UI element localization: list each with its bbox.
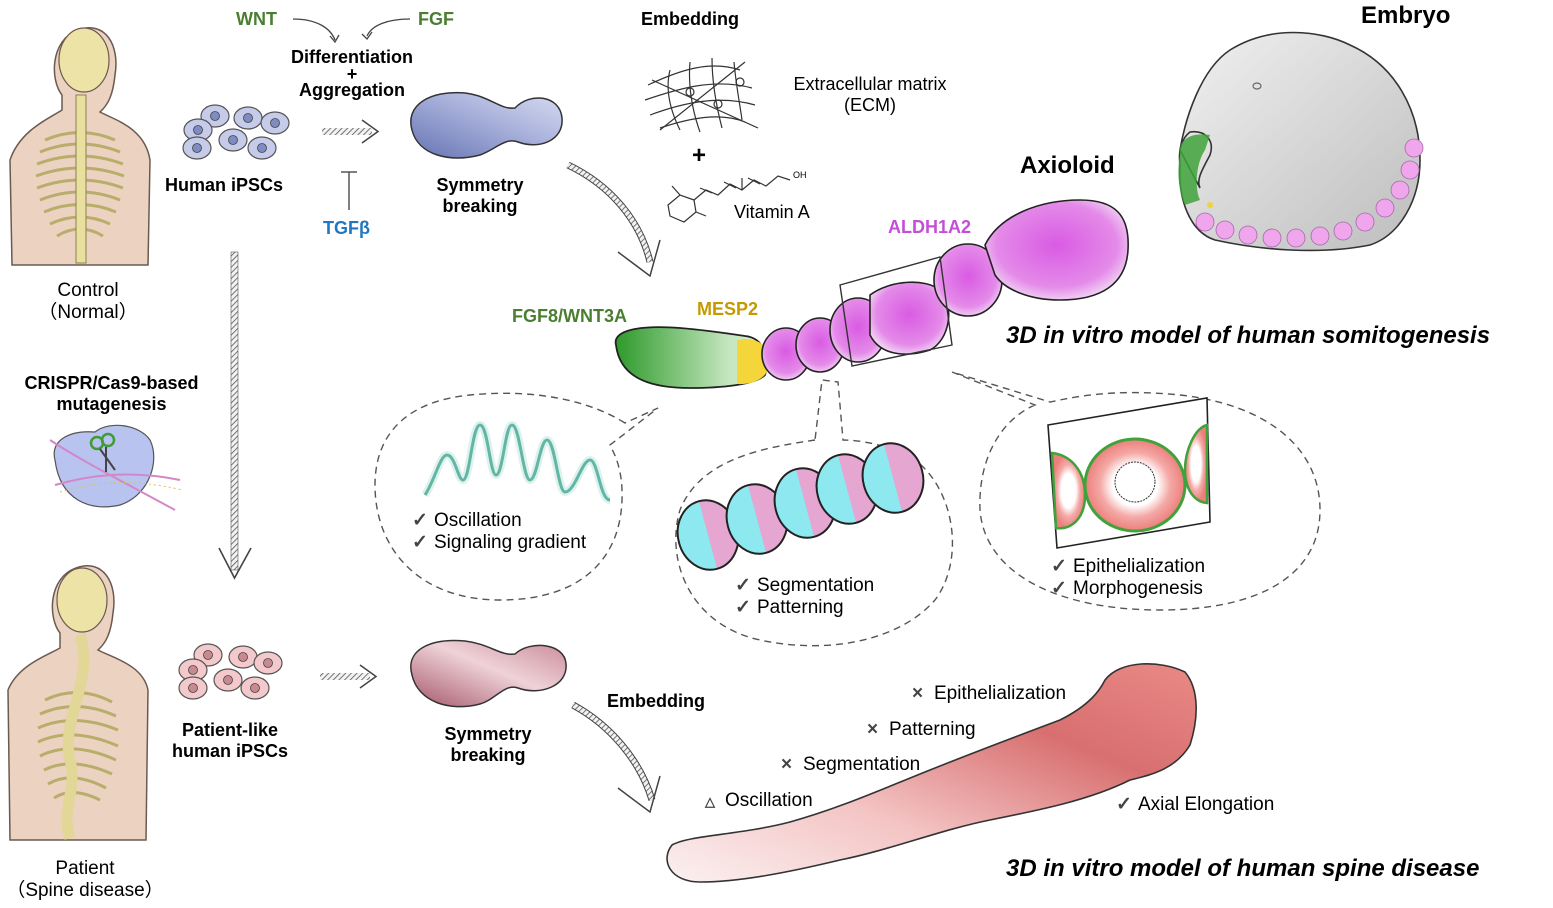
ecm-label: Extracellular matrix (ECM) (793, 74, 947, 115)
cross-icon: × (781, 754, 793, 775)
phenotype-epithelialization: ×Epithelialization (912, 683, 1067, 704)
striped-segments (676, 442, 925, 571)
process-label: Differentiation + Aggregation (290, 47, 413, 101)
check-icon: ✓ (735, 596, 751, 618)
checklist-item: ✓Oscillation (412, 510, 522, 531)
hatched-arrow-right-icon (322, 119, 380, 144)
mesp2-label: MESP2 (697, 299, 759, 319)
ecm-mesh-icon (644, 57, 759, 133)
triangle-icon: △ (705, 794, 715, 809)
check-icon: ✓ (1051, 556, 1067, 577)
curved-arrow-down-icon (566, 161, 661, 278)
axioloid-title: Axioloid (1020, 152, 1115, 179)
phenotype-segmentation: ×Segmentation (781, 754, 921, 775)
tgfb-label: TGFβ (323, 218, 370, 238)
cross-icon: × (912, 683, 924, 704)
bubble-3-checklist: ✓Epithelialization ✓Morphogenesis (1051, 556, 1205, 600)
pink-aggregate (410, 639, 567, 708)
patient-label: Patient （Spine disease） (6, 858, 164, 901)
aldh1a2-label: ALDH1A2 (888, 217, 972, 237)
checklist-item: ✓Morphogenesis (1051, 577, 1203, 599)
embryo-title: Embryo (1361, 2, 1451, 29)
symmetry-breaking-label: Symmetry breaking (436, 175, 524, 216)
patient-human-figure (7, 565, 149, 841)
check-icon: ✓ (412, 510, 428, 531)
cas9-dna-scissors-icon (49, 424, 183, 511)
spine-disease-model-title: 3D in vitro model of human spine disease (1006, 855, 1480, 882)
fgf8-wnt3a-label: FGF8/WNT3A (512, 306, 627, 326)
phenotype-axial-elongation: ✓Axial Elongation (1116, 794, 1275, 815)
checklist-item: ✓Patterning (735, 596, 844, 618)
embedding-label: Embedding (641, 9, 739, 29)
curved-arrow-down-icon-bottom (571, 701, 661, 814)
oscillation-wave-icon (423, 423, 611, 502)
crispr-label: CRISPR/Cas9-based mutagenesis (24, 373, 199, 414)
axioloid-structure (614, 199, 1129, 389)
control-label: Control （Normal） (38, 280, 138, 323)
check-icon: ✓ (412, 531, 428, 553)
phenotype-patterning: ×Patterning (867, 719, 976, 740)
disease-model-structure (666, 663, 1197, 883)
patient-ipscs-label: Patient-like human iPSCs (171, 720, 289, 761)
check-icon: ✓ (735, 575, 751, 596)
check-icon: ✓ (1116, 794, 1132, 815)
bubble-2-checklist: ✓Segmentation ✓Patterning (735, 575, 874, 619)
blue-aggregate (410, 91, 563, 159)
human-ipscs-label: Human iPSCs (165, 175, 284, 195)
checklist-item: ✓Signaling gradient (412, 531, 587, 553)
inhibition-icon (341, 171, 357, 210)
plus-sign: + (692, 142, 707, 169)
fgf-label: FGF (418, 9, 454, 29)
checklist-item: ✓Segmentation (735, 575, 875, 596)
patient-ipsc-cells (178, 643, 283, 700)
hatched-arrow-down-icon (218, 251, 252, 580)
somitogenesis-model-title: 3D in vitro model of human somitogenesis (1006, 322, 1491, 349)
phenotype-oscillation: △Oscillation (705, 790, 813, 811)
checklist-item: ✓Epithelialization (1051, 556, 1206, 577)
embryo-illustration (1178, 31, 1424, 252)
embedding-label-bottom: Embedding (607, 691, 705, 711)
vitamin-a-molecule-icon (667, 175, 791, 223)
bubble-1-checklist: ✓Oscillation ✓Signaling gradient (412, 510, 586, 554)
wnt-arrow-icon (292, 18, 336, 41)
bubble-oscillation (374, 392, 659, 601)
cross-icon: × (867, 719, 879, 740)
epithelial-somites (1047, 397, 1211, 549)
hatched-arrow-right-icon-bottom (320, 664, 378, 689)
check-icon: ✓ (1051, 577, 1067, 599)
zoom-box (839, 256, 953, 367)
fgf-arrow-icon (366, 18, 411, 37)
control-human-figure (9, 27, 151, 266)
vitamin-a-label: Vitamin A (734, 202, 810, 222)
symmetry-breaking-label-bottom: Symmetry breaking (444, 724, 532, 765)
oh-label: OH (793, 170, 807, 180)
wnt-label: WNT (236, 9, 277, 29)
